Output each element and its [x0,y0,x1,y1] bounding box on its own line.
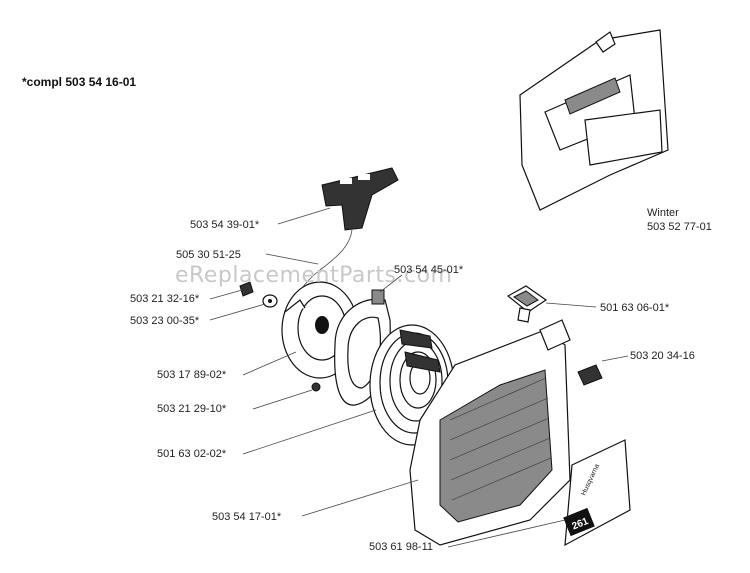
label-housing: 503 54 17-01* [212,511,282,523]
winter-part-number: 503 52 77-01 [647,221,712,233]
label-washer: 503 23 00-35* [130,315,200,327]
label-spring: 501 63 02-02* [157,448,227,460]
label-handle: 503 54 39-01* [190,219,260,231]
guide-drawing [506,285,548,323]
kit-label: *compl 503 54 16-01 [22,75,136,89]
winter-title: Winter [647,207,679,219]
label-screw-small: 503 21 32-16* [130,293,200,305]
leader-lines [209,207,629,548]
label-housing-screw: 503 20 34-16 [630,350,695,362]
label-guide: 501 63 06-01* [600,302,670,314]
label-rope: 505 30 51-25 [176,249,241,261]
label-decal: 503 61 98-11 [369,541,433,553]
screw-washer-drawing [239,281,278,308]
label-spring-cover: 503 54 45-01* [394,264,464,276]
winter-cover-drawing [519,29,669,211]
label-pulley: 503 17 89-02* [157,369,227,381]
starter-housing-drawing [409,319,603,546]
decal-drawing: 261 Husqvarna [563,439,631,547]
watermark-text: eReplacementParts.com [175,263,452,288]
label-screw-plate: 503 21 29-10* [157,403,227,415]
